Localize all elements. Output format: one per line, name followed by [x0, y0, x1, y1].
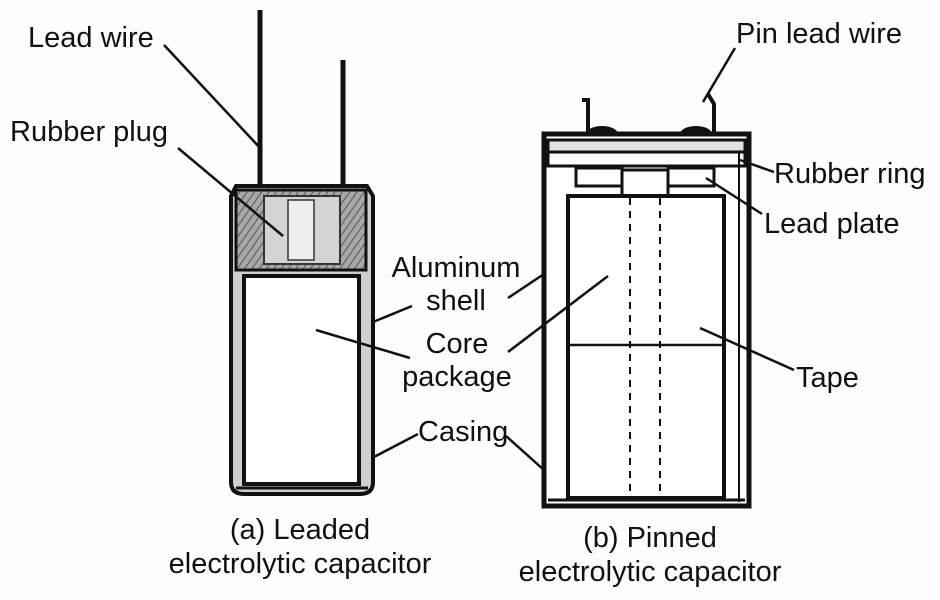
- core-package: [242, 274, 361, 486]
- label-lead-wire: Lead wire: [28, 22, 154, 54]
- pin-left: [578, 98, 590, 136]
- leader-lines-b: [505, 47, 795, 471]
- caption-b-line2: electrolytic capacitor: [518, 556, 782, 588]
- leader-rubber-plug: [177, 147, 284, 237]
- rubber-ring: [546, 150, 747, 168]
- plug-center: [287, 199, 315, 261]
- leader-casing-b: [505, 435, 545, 471]
- caption-a-line2: electrolytic capacitor: [168, 548, 432, 580]
- lead-wires: [257, 10, 346, 192]
- leader-lead-wire: [163, 44, 263, 151]
- leader-tape: [699, 326, 795, 372]
- label-core-package-2: package: [402, 361, 512, 393]
- label-casing: Casing: [418, 416, 509, 448]
- lead-plate-left: [574, 166, 624, 188]
- caption-b-line1: (b) Pinned: [583, 522, 717, 554]
- label-aluminum-shell-2: shell: [426, 285, 486, 317]
- label-pin-lead-wire: Pin lead wire: [736, 18, 903, 50]
- leader-lead-plate: [705, 176, 763, 216]
- leader-aluminum-shell-b: [507, 272, 545, 300]
- lead-plate-right: [666, 166, 716, 188]
- caption-a-line1: (a) Leaded: [229, 514, 371, 546]
- leaded-capacitor: [229, 10, 375, 496]
- leader-rubber-ring: [739, 158, 775, 174]
- label-rubber-ring: Rubber ring: [774, 158, 926, 190]
- leader-core-package-a: [315, 328, 411, 360]
- leader-casing-a: [371, 432, 419, 460]
- core-package-b: [566, 194, 726, 500]
- top-cover: [546, 138, 747, 154]
- label-aluminum-shell-1: Aluminum: [391, 252, 521, 284]
- label-lead-plate: Lead plate: [764, 208, 900, 240]
- label-core-package-1: Core: [425, 328, 489, 360]
- leader-aluminum-shell-a: [372, 304, 413, 324]
- leader-lines-a: [163, 44, 419, 460]
- label-tape: Tape: [796, 362, 859, 394]
- center-post: [620, 168, 670, 198]
- leader-pin-lead-wire: [701, 47, 737, 103]
- label-rubber-plug: Rubber plug: [10, 116, 168, 148]
- leader-core-package-b: [507, 275, 609, 353]
- pinned-capacitor: [541, 92, 752, 509]
